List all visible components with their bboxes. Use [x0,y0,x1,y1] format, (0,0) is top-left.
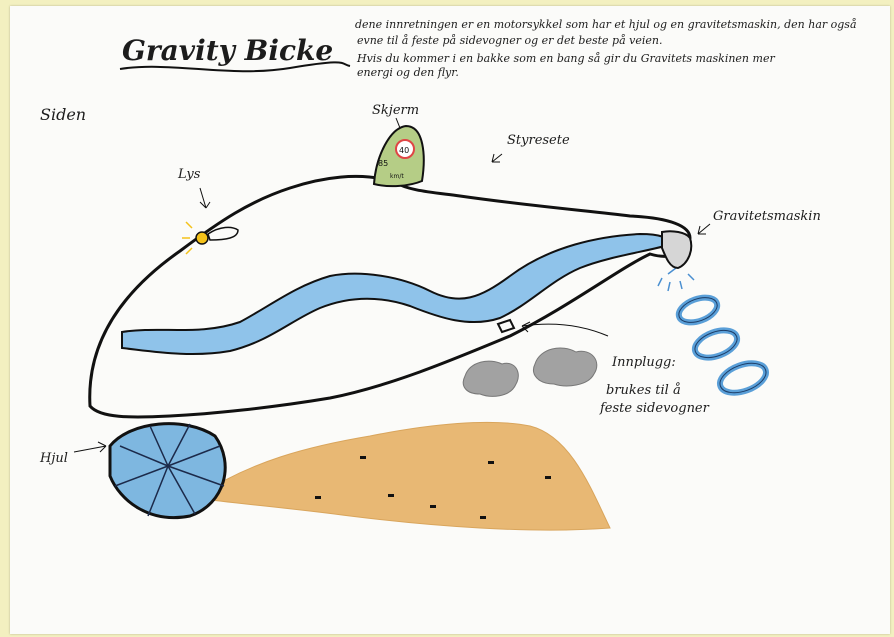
arrow-hjul [74,442,106,452]
speed-value: 85 [378,159,388,168]
label-lys: Lys [177,167,201,182]
speed-unit: km/t [390,173,404,180]
description-line-3: Hvis du kommer i en bakke som en bang så… [356,52,775,65]
label-innplugg-line-2: brukes til å [606,382,681,398]
screen: 40 85 km/t [374,126,424,186]
wheel [110,424,225,518]
arrow-styresete [492,154,502,162]
label-hjul: Hjul [39,451,68,466]
gravity-rings [675,293,770,399]
drawing-title: Gravity Bicke [122,34,333,67]
label-innplugg: Innplugg: [611,355,676,370]
arrow-lys [200,188,210,208]
arrow-gravitetsmaskin [698,224,710,234]
description-line-4: energi og den flyr. [357,66,459,79]
exhaust-puff [463,361,518,396]
arrow-screen [396,118,400,128]
label-gravitetsmaskin: Gravitetsmaskin [713,209,821,224]
gravity-bike-drawing: Gravity Bicke dene innretningen er en mo… [10,6,890,634]
exhaust-puff [534,348,597,386]
label-innplugg-line-3: feste sidevogner [599,401,710,416]
description-line-1: dene innretningen er en motorsykkel som … [355,18,857,31]
speed-limit-value: 40 [399,146,409,155]
gravity-machine-nozzle [662,231,691,268]
drawing-paper: Gravity Bicke dene innretningen er en mo… [10,6,890,634]
gravity-sparks [658,268,694,291]
label-screen: Skjerm [372,103,419,118]
view-label: Siden [40,105,86,124]
description-line-2: evne til å feste på sidevogner og er det… [357,34,662,47]
label-styresete: Styresete [507,133,570,148]
arrow-innplugg [522,322,608,336]
